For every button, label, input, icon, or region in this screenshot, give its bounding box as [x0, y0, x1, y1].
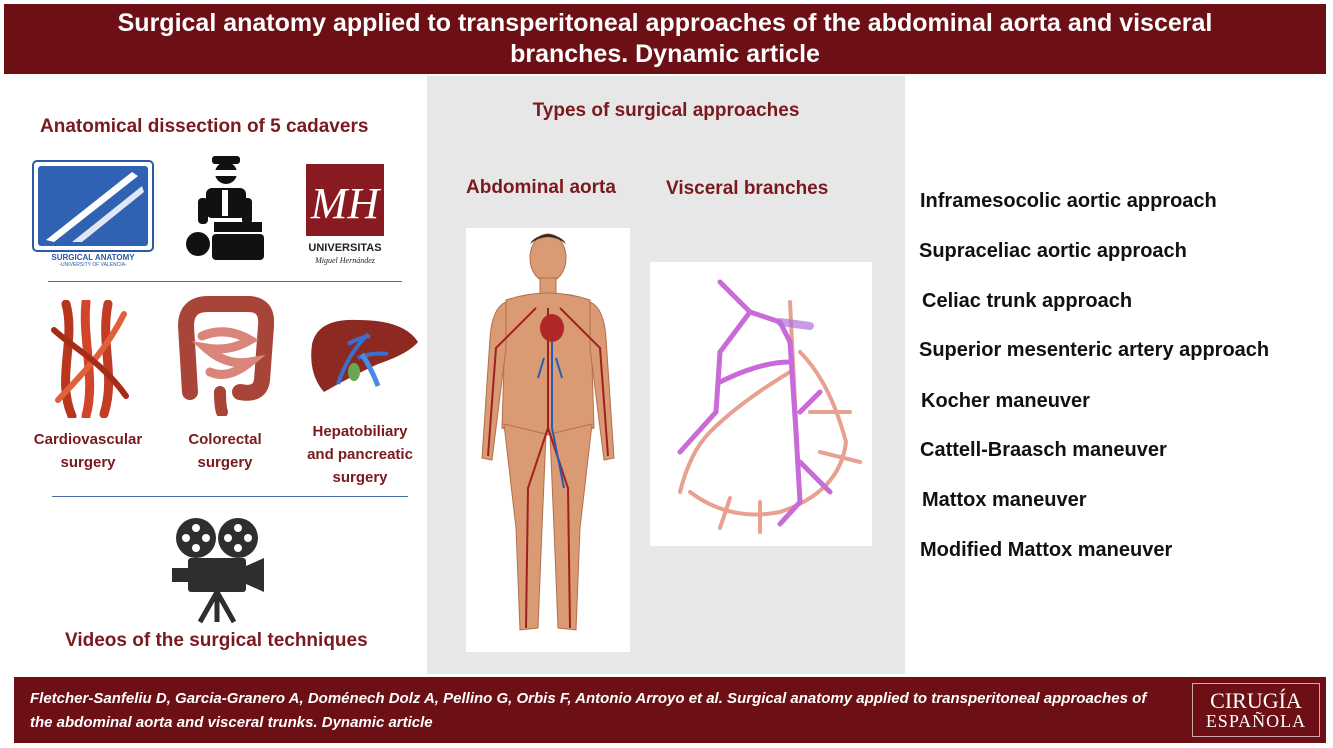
specialty-line: surgery — [60, 454, 116, 471]
colorectal-label: Colorectal surgery — [170, 428, 280, 474]
list-item: Inframesocolic aortic approach — [920, 190, 1217, 212]
journal-logo-frame: CIRUGÍA ESPAÑOLA — [1192, 683, 1320, 737]
list-item: Superior mesenteric artery approach — [919, 339, 1270, 361]
title-banner: Surgical anatomy applied to transperiton… — [4, 4, 1326, 74]
specialty-line: surgery — [197, 454, 253, 471]
cardiovascular-label: Cardiovascular surgery — [28, 428, 148, 474]
list-item: Celiac trunk approach — [922, 290, 1133, 312]
approaches-heading: Types of surgical approaches — [532, 100, 800, 121]
citation-text: Fletcher-Sanfeliu D, Garcia-Granero A, D… — [30, 690, 1147, 731]
divider — [48, 281, 402, 282]
film-camera-icon — [170, 514, 266, 624]
list-item: Mattox maneuver — [922, 489, 1087, 511]
dissection-heading: Anatomical dissection of 5 cadavers — [40, 116, 369, 137]
logo-caption: SURGICAL ANATOMY — [51, 253, 135, 262]
page-title: Surgical anatomy applied to transperiton… — [117, 9, 1213, 68]
journal-logo-line: CIRUGÍA — [1210, 688, 1302, 713]
body-vasculature-image — [466, 228, 630, 652]
surgical-anatomy-logo: SURGICAL ANATOMY -UNIVERSITY OF VALENCIA… — [32, 160, 154, 268]
specialty-line: and pancreatic — [307, 446, 413, 463]
list-item: Supraceliac aortic approach — [919, 240, 1187, 262]
logo-mark: MH — [310, 179, 382, 228]
logo-subcaption: -UNIVERSITY OF VALENCIA- — [59, 262, 127, 268]
approaches-list: Inframesocolic aortic approach Supraceli… — [918, 190, 1323, 570]
blood-vessels-image — [46, 300, 132, 418]
scalpel-logo-icon — [32, 160, 154, 252]
colon-image — [176, 296, 274, 416]
list-item: Modified Mattox maneuver — [920, 539, 1173, 561]
liver-image — [308, 314, 420, 394]
abdominal-aorta-label: Abdominal aorta — [466, 177, 616, 198]
citation-banner: Fletcher-Sanfeliu D, Garcia-Granero A, D… — [14, 677, 1186, 743]
specialty-line: Colorectal — [188, 431, 262, 448]
journal-logo: CIRUGÍA ESPAÑOLA — [1186, 677, 1326, 743]
specialty-line: surgery — [332, 469, 388, 486]
logo-caption: UNIVERSITAS — [308, 242, 382, 254]
specialty-line: Hepatobiliary — [312, 423, 408, 440]
logo-subcaption: Miguel Hernández — [315, 256, 375, 265]
list-item: Cattell-Braasch maneuver — [920, 439, 1167, 461]
universitas-logo: MH UNIVERSITAS Miguel Hernández — [304, 162, 386, 268]
divider — [52, 496, 408, 497]
dissection-figure-icon — [184, 156, 266, 264]
hepatobiliary-label: Hepatobiliary and pancreatic surgery — [298, 420, 422, 489]
visceral-branches-image — [650, 262, 872, 546]
list-item: Kocher maneuver — [921, 390, 1090, 412]
specialty-line: Cardiovascular — [33, 431, 143, 448]
journal-logo-line: ESPAÑOLA — [1205, 711, 1307, 731]
videos-label: Videos of the surgical techniques — [65, 630, 368, 651]
visceral-branches-label: Visceral branches — [666, 178, 829, 199]
